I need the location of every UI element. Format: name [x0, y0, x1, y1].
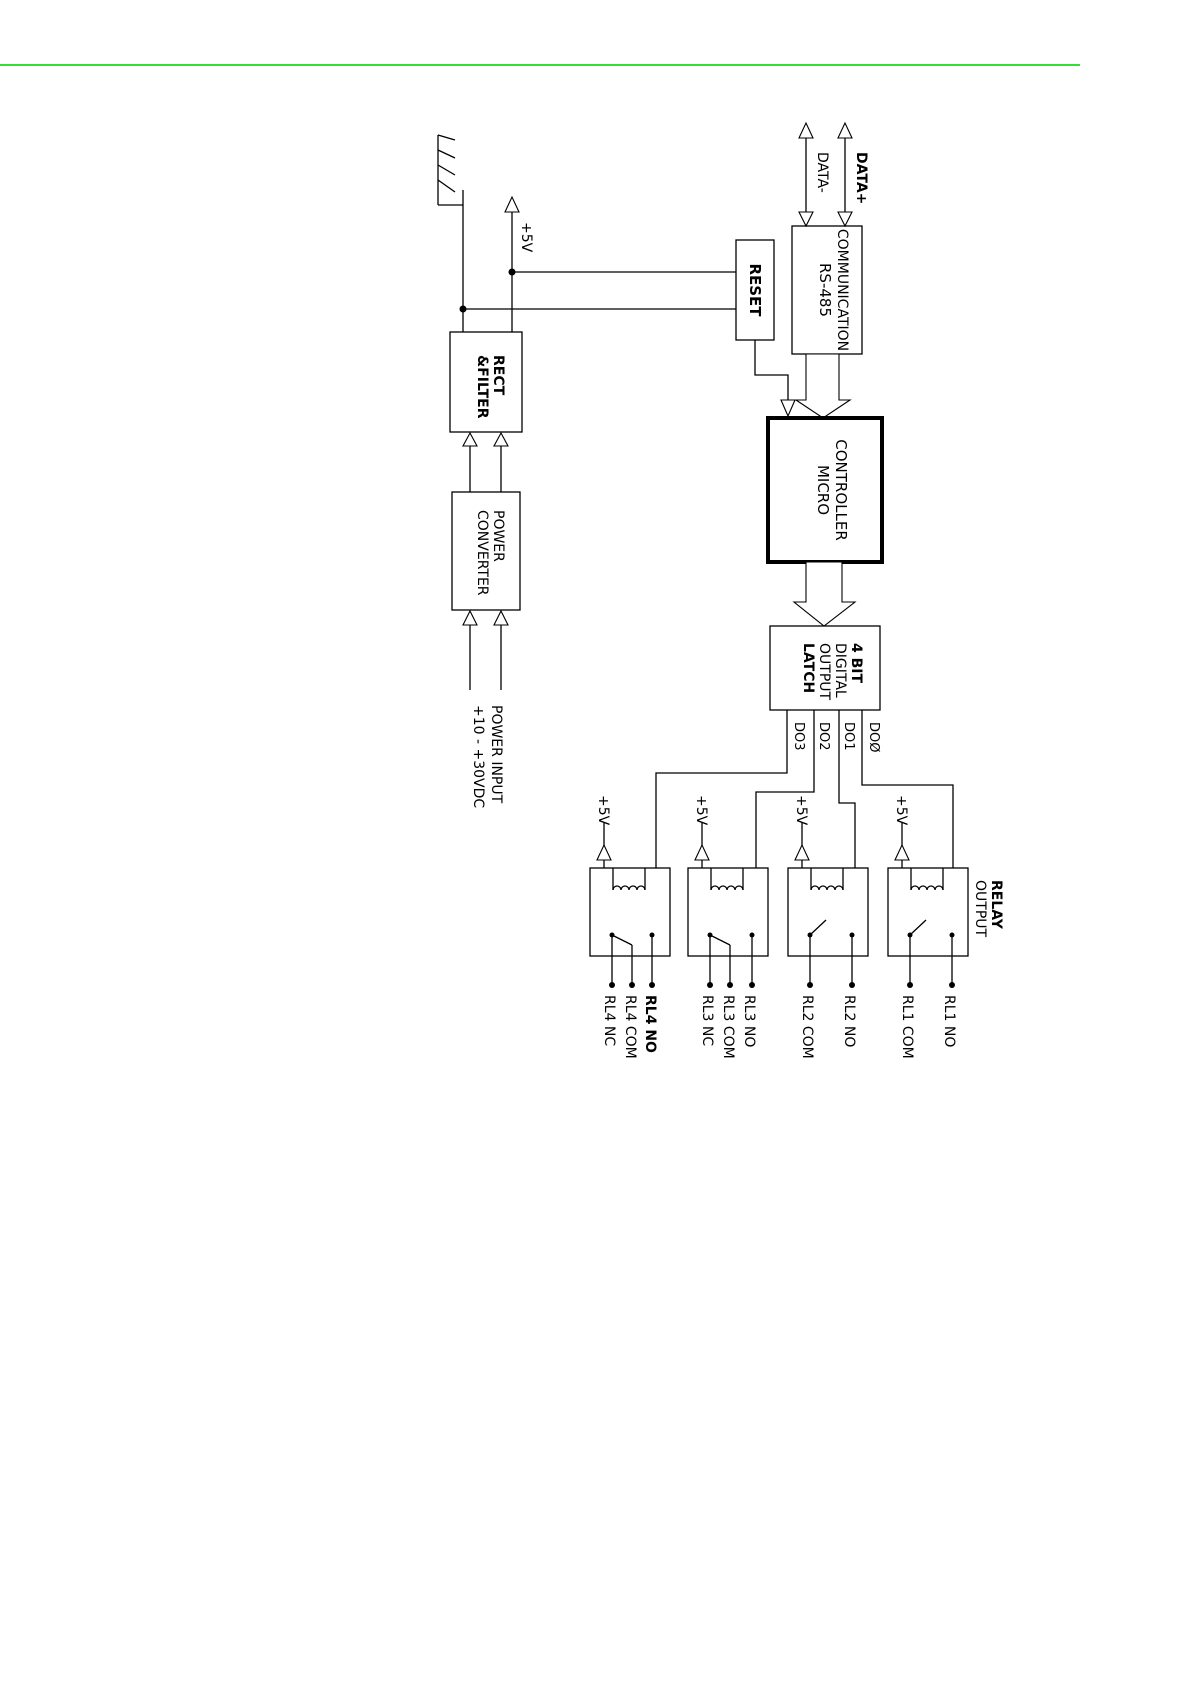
relay-2	[788, 822, 868, 988]
relay-output-label: RELAY	[988, 880, 1004, 930]
rl3-no-label: RL3 NO	[741, 995, 757, 1047]
power-input-range-label: +10 - +30VDC	[470, 705, 486, 808]
rl1-com-label: RL1 COM	[899, 995, 915, 1059]
micro-label: MICRO	[814, 465, 832, 515]
rs485-bus-arrow	[796, 354, 850, 418]
rect-filter-block: RECT &FILTER	[450, 332, 522, 432]
latch-label-2: DIGITAL	[832, 643, 848, 698]
do0-label: DOØ	[866, 722, 881, 752]
relay4-plus5v-label: +5V	[595, 795, 611, 826]
power-converter-block: POWER CONVERTER	[452, 492, 520, 610]
power-input-label: POWER INPUT	[488, 705, 504, 804]
rs485-label: RS-485	[816, 263, 834, 317]
rl1-no-label: RL1 NO	[941, 995, 957, 1047]
do2-label: DO2	[816, 722, 831, 751]
power-converter-label-line2: CONVERTER	[474, 510, 490, 596]
latch-label-4: LATCH	[800, 643, 816, 693]
relay3-plus5v-label: +5V	[693, 795, 709, 826]
filter-label: &FILTER	[474, 355, 490, 419]
relay-4	[590, 822, 670, 988]
data-plus-label: DATA+	[853, 152, 869, 204]
rl2-no-label: RL2 NO	[841, 995, 857, 1047]
reset-label: RESET	[746, 263, 764, 317]
micro-label-line2: CONTROLLER	[832, 439, 850, 541]
rl3-com-label: RL3 COM	[720, 995, 736, 1059]
rl4-nc-label: RL4 NC	[601, 995, 617, 1046]
rs485-block: RS-485 COMMUNICATION	[792, 226, 862, 354]
relay-output-label-line2: OUTPUT	[972, 880, 988, 938]
rect-label: RECT	[490, 355, 506, 396]
do1-label: DO1	[841, 722, 856, 751]
latch-label-1: 4 BIT	[848, 643, 864, 683]
rs485-label-line2: COMMUNICATION	[834, 229, 850, 351]
rail-plus5v-label: +5V	[518, 222, 534, 253]
reset-block: RESET	[736, 240, 795, 416]
rl4-com-label: RL4 COM	[622, 995, 638, 1059]
relay-1	[888, 822, 968, 988]
latch-block: 4 BIT DIGITAL OUTPUT LATCH	[770, 626, 880, 710]
rl4-no-label: RL4 NO	[642, 995, 658, 1053]
micro-bus-arrow	[794, 562, 855, 626]
data-lines: DATA- DATA+	[799, 123, 869, 226]
data-minus-label: DATA-	[814, 152, 830, 193]
plus5v-rail: +5V	[460, 197, 737, 332]
latch-label-3: OUTPUT	[816, 643, 832, 701]
rl3-nc-label: RL3 NC	[699, 995, 715, 1046]
relay2-plus5v-label: +5V	[793, 795, 809, 826]
micro-controller-block: MICRO CONTROLLER	[768, 418, 882, 562]
power-input-arrows	[463, 611, 508, 690]
ground-symbol	[438, 135, 463, 332]
power-converter-label: POWER	[490, 510, 506, 562]
converter-to-rect-arrows	[463, 433, 508, 492]
do3-label: DO3	[791, 722, 806, 751]
relay1-plus5v-label: +5V	[893, 795, 909, 826]
rl2-com-label: RL2 COM	[799, 995, 815, 1059]
